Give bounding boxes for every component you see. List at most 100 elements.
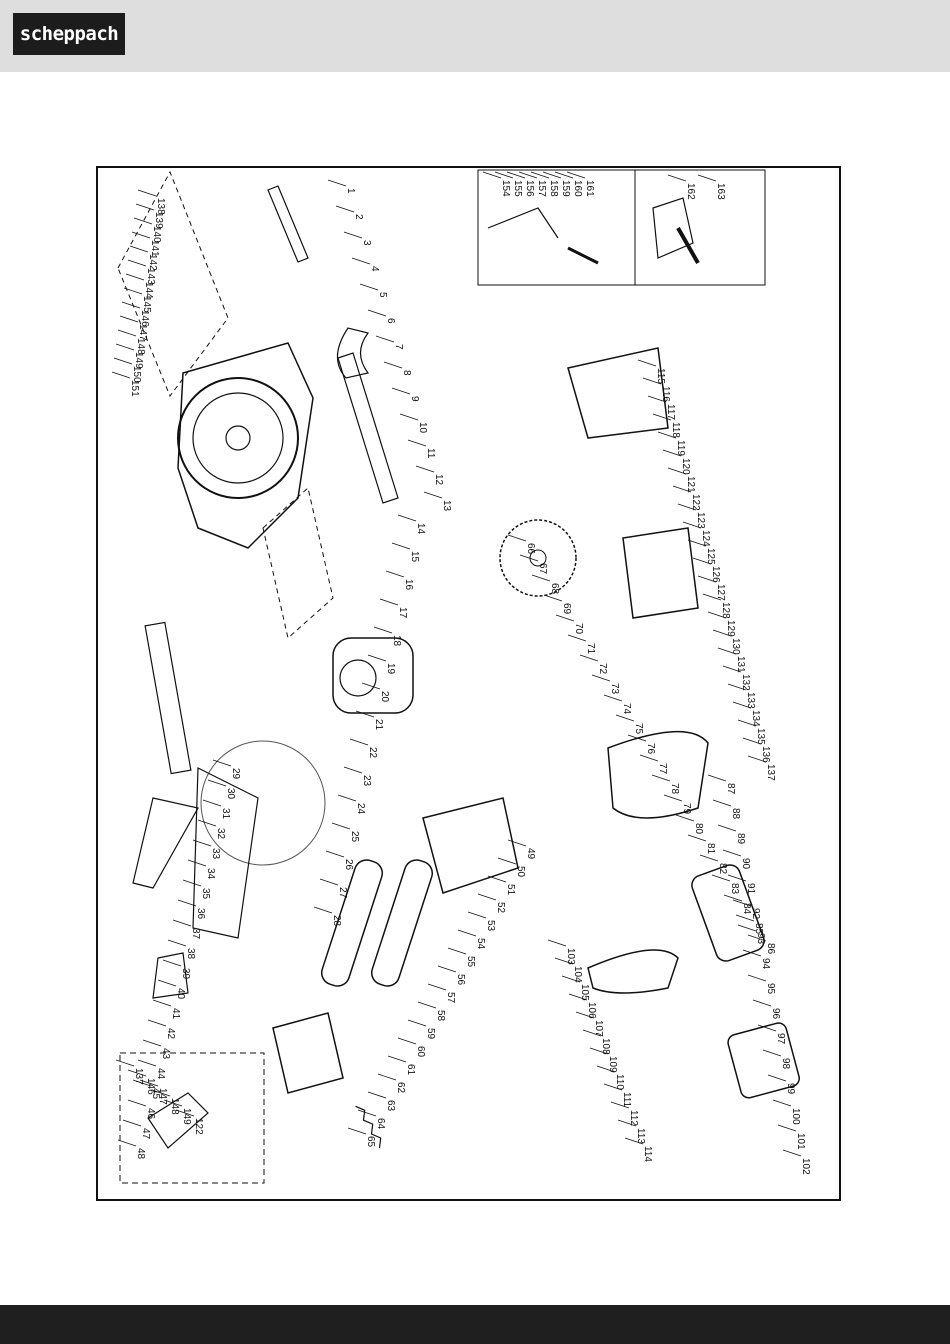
leader-line <box>447 947 467 955</box>
leader-line <box>762 1049 782 1057</box>
inset-screw-part <box>567 246 599 265</box>
part-number-label: 148 <box>135 338 146 355</box>
leader-line <box>591 674 611 682</box>
part-number-label: 84 <box>741 903 752 915</box>
leader-line <box>379 598 399 606</box>
leader-line <box>415 465 435 473</box>
part-number-label: 135 <box>755 728 766 745</box>
motor-cap-part <box>727 1022 800 1099</box>
part-number-label: 24 <box>355 803 366 815</box>
leader-line <box>506 171 526 179</box>
part-number-label: 23 <box>361 775 372 787</box>
part-number-label: 124 <box>700 530 711 547</box>
part-number-label: 86 <box>765 943 776 955</box>
part-number-label: 159 <box>560 180 571 197</box>
part-number-label: 148 <box>169 1098 180 1115</box>
part-number-label: 81 <box>705 843 716 855</box>
part-number-label: 53 <box>485 920 496 932</box>
part-number-label: 8 <box>401 370 412 376</box>
leader-line <box>672 485 692 493</box>
part-number-label: 51 <box>505 884 516 896</box>
leader-line <box>127 259 147 267</box>
leader-line <box>167 939 187 947</box>
blade-guard-circle <box>200 740 326 866</box>
leader-line <box>596 1065 616 1073</box>
part-number-label: 35 <box>200 888 211 900</box>
part-number-label: 11 <box>425 448 436 459</box>
part-number-label: 56 <box>455 974 466 986</box>
leader-line <box>192 839 212 847</box>
leader-line <box>111 371 131 379</box>
leader-line <box>742 737 762 745</box>
part-number-label: 145 <box>141 296 152 313</box>
part-number-label: 120 <box>680 458 691 475</box>
leader-line <box>507 839 527 847</box>
part-number-label: 123 <box>695 512 706 529</box>
part-number-label: 66 <box>525 543 536 555</box>
part-number-label: 61 <box>405 1064 416 1076</box>
leader-line <box>518 171 538 179</box>
part-number-label: 118 <box>670 422 681 438</box>
part-number-label: 114 <box>642 1146 653 1162</box>
leader-line <box>752 999 772 1007</box>
part-number-label: 32 <box>215 828 226 840</box>
part-number-label: 89 <box>735 833 746 845</box>
part-number-label: 7 <box>393 344 404 350</box>
handle-bottom-part <box>622 527 699 619</box>
inset-lock-knob-part <box>147 1092 209 1149</box>
leader-line <box>139 1079 159 1087</box>
leader-line <box>135 203 155 211</box>
leader-line <box>723 894 743 902</box>
leader-line <box>357 1109 377 1117</box>
part-number-label: 52 <box>495 902 506 914</box>
leader-line <box>152 999 172 1007</box>
leader-line <box>327 179 347 187</box>
leader-line <box>747 934 767 942</box>
leader-line <box>589 1047 609 1055</box>
leader-line <box>437 965 457 973</box>
blade-guard-part <box>192 767 259 939</box>
leader-line <box>127 1069 147 1077</box>
leader-line <box>132 1079 152 1087</box>
part-number-label: 133 <box>745 692 756 709</box>
part-number-label: 67 <box>537 563 548 575</box>
part-number-label: 80 <box>693 823 704 835</box>
leader-line <box>373 626 393 634</box>
leader-line <box>757 1024 777 1032</box>
part-number-label: 149 <box>133 352 144 369</box>
part-number-label: 97 <box>775 1033 786 1045</box>
turntable-hub-part <box>225 425 251 451</box>
part-number-label: 126 <box>710 566 721 583</box>
leader-line <box>383 361 403 369</box>
part-number-label: 15 <box>409 551 420 563</box>
leader-line <box>717 647 737 655</box>
part-number-label: 158 <box>548 180 559 197</box>
part-number-label: 62 <box>395 1082 406 1094</box>
leader-line <box>391 542 411 550</box>
part-number-label: 79 <box>681 803 692 815</box>
fence-rail-bottom <box>337 352 399 504</box>
leader-line <box>507 534 527 542</box>
leader-line <box>122 1119 142 1127</box>
leader-line <box>732 899 752 907</box>
leader-line <box>675 814 695 822</box>
part-number-label: 21 <box>373 719 384 731</box>
part-number-label: 101 <box>795 1133 806 1150</box>
part-number-label: 85 <box>753 923 764 935</box>
leader-line <box>567 634 587 642</box>
part-number-label: 83 <box>729 883 740 895</box>
leader-line <box>555 614 575 622</box>
leader-line <box>707 774 727 782</box>
part-number-label: 100 <box>790 1108 801 1125</box>
leader-line <box>117 329 137 337</box>
leader-line <box>699 854 719 862</box>
part-number-label: 39 <box>180 968 191 980</box>
leader-line <box>331 822 351 830</box>
part-number-label: 150 <box>131 366 142 383</box>
leader-line <box>367 309 387 317</box>
part-number-label: 157 <box>536 180 547 197</box>
pivot-bore-part <box>339 659 377 697</box>
inset-clamp-part <box>487 207 559 239</box>
leader-line <box>651 774 671 782</box>
leader-line <box>697 174 717 182</box>
